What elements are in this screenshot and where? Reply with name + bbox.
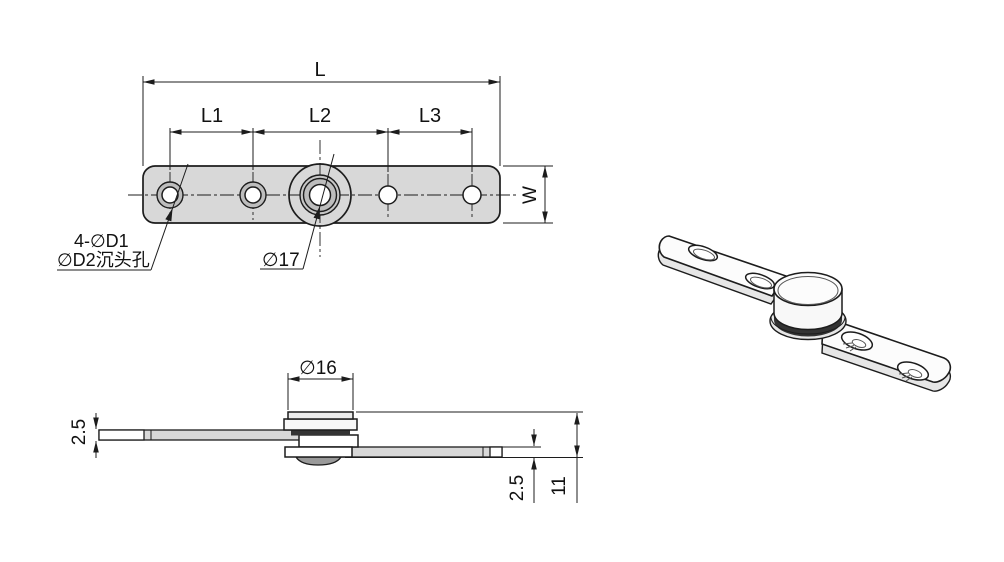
lower-arm-countersunk-hole-2 (896, 361, 930, 382)
hole-count-label: 4-∅D1 (74, 231, 129, 251)
rivet-dome (294, 456, 343, 466)
dimension-L1-L2-L3: L1 L2 L3 (169, 105, 473, 172)
plain-hole-5 (462, 185, 482, 205)
lower-arm-countersunk-hole-1 (840, 331, 874, 352)
dim-label-11: 11 (549, 476, 570, 496)
countersink-label: ∅D2沉头孔 (57, 250, 150, 270)
top-view: L L1 L2 L3 W 4-∅D1 ∅D2沉头孔 (57, 59, 553, 271)
iso-pivot-boss (769, 271, 847, 341)
leader-pivot-diameter: ∅17 (260, 153, 335, 271)
dim-label-W: W (520, 186, 541, 204)
dim-label-right-2-5: 2.5 (507, 475, 528, 501)
dim-label-L3: L3 (419, 105, 441, 127)
hub-block (298, 434, 359, 448)
dim-label-L2: L2 (309, 105, 331, 127)
plain-hole-4 (378, 185, 398, 205)
pivot-hole (299, 174, 341, 216)
dimension-right-thickness: 2.5 (502, 429, 541, 503)
dimension-L: L (142, 59, 501, 166)
dim-label-L: L (314, 59, 325, 81)
countersunk-hole-1 (156, 181, 184, 209)
upper-arm-hole-1 (687, 244, 719, 262)
boss-top-face (773, 271, 843, 307)
countersunk-hole-2 (239, 181, 267, 209)
boss-top-rim (777, 276, 839, 305)
dim-label-left-2-5: 2.5 (69, 419, 90, 445)
side-view: ∅16 2.5 2.5 11 (69, 358, 583, 503)
groove-ring (291, 430, 350, 436)
cap-flange (283, 418, 358, 431)
pivot-stack (283, 411, 359, 466)
leader-arrow (165, 208, 173, 222)
cap-top (287, 411, 354, 420)
washer (284, 446, 353, 458)
boss-groove-ring (774, 313, 842, 337)
leader-countersink-callout: 4-∅D1 ∅D2沉头孔 (57, 163, 189, 271)
dimension-W: W (503, 165, 553, 224)
dim-label-d16: ∅16 (299, 358, 337, 379)
dimension-left-thickness: 2.5 (69, 413, 99, 458)
isometric-view (657, 235, 952, 392)
washer-top-edge (770, 316, 846, 335)
dimension-cap-diameter: ∅16 (287, 358, 354, 410)
dimension-total-height: 11 (345, 411, 583, 503)
dim-label-L1: L1 (201, 105, 223, 127)
leader-arrow (313, 206, 320, 220)
pivot-diameter-label: ∅17 (262, 250, 300, 271)
upper-plate-section (98, 429, 301, 441)
